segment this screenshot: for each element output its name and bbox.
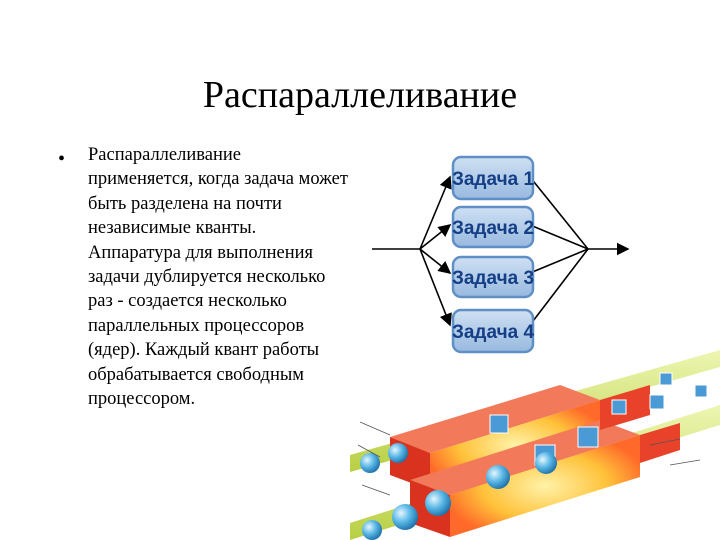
merge-arrow-1 [529,176,589,250]
task-label-2: Задача 2 [452,218,534,239]
flow-arrows [372,175,630,327]
task-box-4: Задача 4 [451,308,535,354]
merge-arrow-4 [529,248,589,326]
task-label-1: Задача 1 [452,169,535,190]
merge-arrow-3 [529,248,589,274]
task-label-3: Задача 3 [452,268,534,289]
split-arrow-3 [419,248,452,274]
merge-arrow-2 [529,224,589,250]
bullet-text: Распараллеливание применяется, когда зад… [88,145,348,410]
processor-pipeline-picture [350,350,720,540]
split-arrow-2 [419,224,452,250]
callout-lines [357,421,701,496]
task-box-1: Задача 1 [451,155,535,201]
task-box-3: Задача 3 [451,255,535,299]
task-label-4: Задача 4 [452,322,535,343]
data-spheres [360,443,557,540]
split-arrow-4 [419,248,452,327]
bullet-marker: • [58,148,66,170]
task-box-2: Задача 2 [451,205,535,249]
split-arrow-1 [419,175,452,250]
slide-title: Распараллеливание [202,74,518,116]
parallel-illustration: Задача 1 Задача 2 Задача 3 Задача 4 [350,155,720,540]
